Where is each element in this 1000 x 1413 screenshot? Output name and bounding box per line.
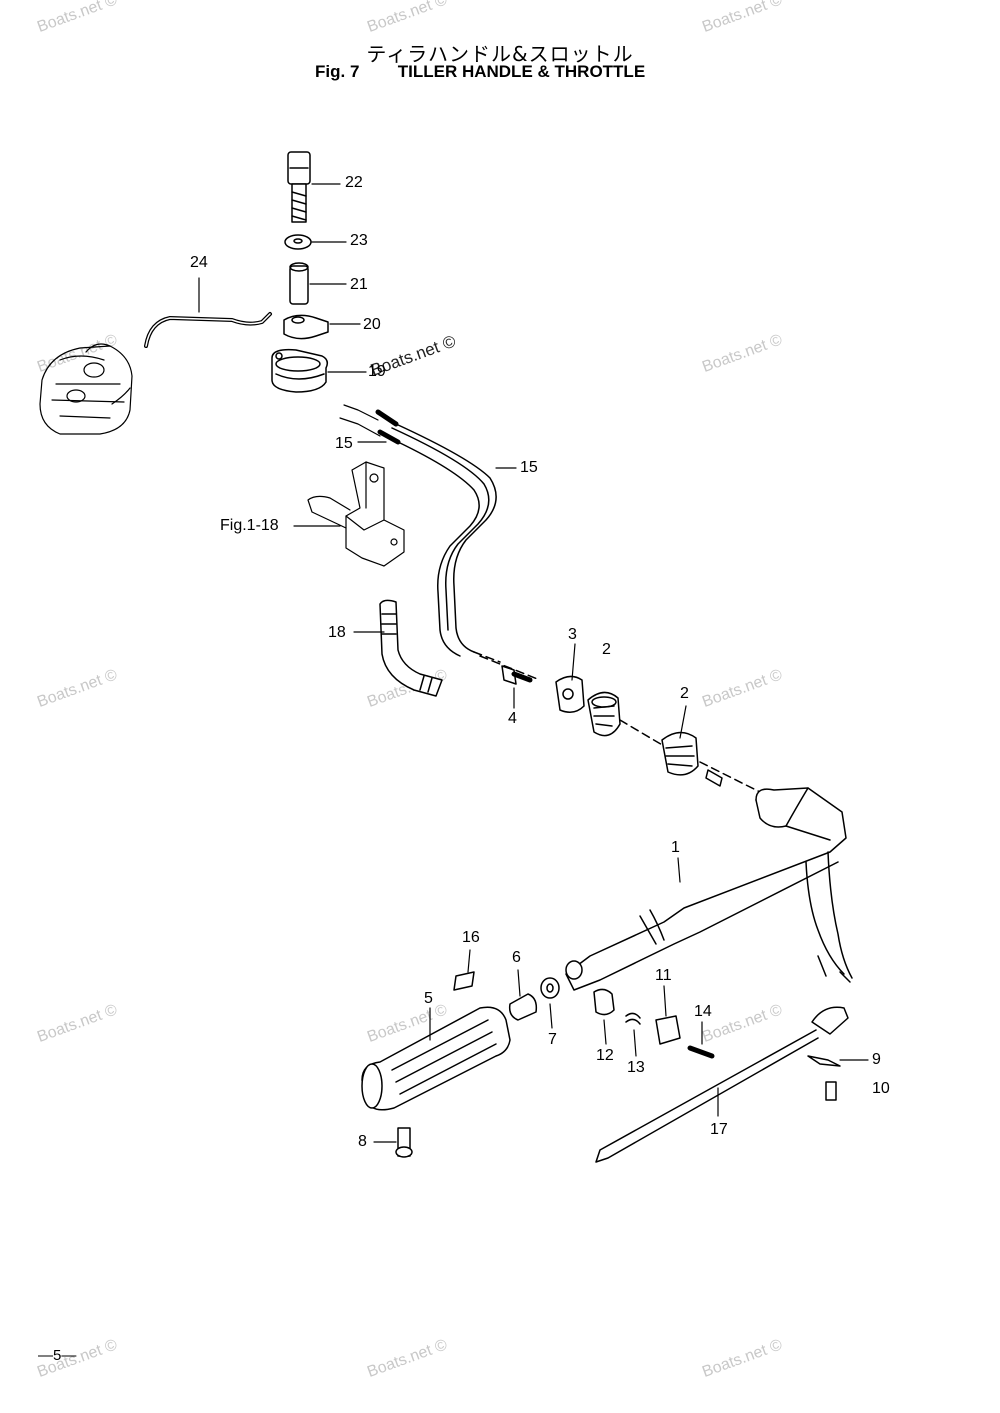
callout-19: 19 — [368, 363, 386, 380]
bracket-fig-1-18 — [307, 461, 405, 567]
callout-7: 7 — [548, 1031, 557, 1048]
title-japanese: ティラハンドル&スロットル — [366, 42, 634, 66]
cable-end — [705, 769, 723, 787]
part-4-screw — [501, 665, 533, 685]
part-8-screw — [395, 1127, 413, 1158]
callout-6: 6 — [512, 949, 521, 966]
assembly-line — [619, 719, 761, 793]
callout-1: 1 — [671, 839, 680, 856]
part-17-stop-switch — [595, 1006, 849, 1163]
part-10-screw — [825, 1081, 837, 1101]
part-22-bolt — [287, 151, 311, 223]
carburetor-sketch — [39, 343, 133, 435]
part-15-throttle-cables — [339, 404, 541, 681]
callout-11: 11 — [655, 967, 672, 984]
part-9-clip — [807, 1055, 841, 1067]
callout-13: 13 — [627, 1059, 645, 1076]
callout-16: 16 — [462, 929, 480, 946]
part-24-link-rod — [144, 312, 272, 348]
part-6-nut — [508, 993, 538, 1021]
callout-20: 20 — [363, 316, 381, 333]
callout-14: 14 — [694, 1003, 712, 1020]
part-21-collar — [289, 262, 309, 305]
part-3-plate — [555, 675, 585, 713]
part-14-screw — [687, 1045, 715, 1059]
part-23-washer — [284, 234, 312, 250]
page-number: —5— — [38, 1347, 77, 1364]
callout-22: 22 — [345, 174, 363, 191]
figure-number: Fig. 7 — [315, 62, 360, 81]
part-2-gear-upper — [587, 691, 621, 737]
callout-9: 9 — [872, 1051, 881, 1068]
callout-8: 8 — [358, 1133, 367, 1150]
part-19-pulley — [271, 348, 329, 393]
part-1-tiller-handle — [565, 787, 853, 991]
part-7-washer — [540, 977, 560, 999]
callout-2-upper: 2 — [602, 641, 611, 658]
part-2-gear-lower — [661, 731, 699, 776]
callout-15-right: 15 — [520, 459, 538, 476]
callout-23: 23 — [350, 232, 368, 249]
part-13-spring — [625, 1012, 641, 1025]
callout-17: 17 — [710, 1121, 728, 1138]
part-16-shim — [453, 971, 475, 991]
callout-4: 4 — [508, 710, 517, 727]
callout-24: 24 — [190, 254, 208, 271]
callout-15-left: 15 — [335, 435, 353, 452]
callout-18: 18 — [328, 624, 346, 641]
part-18-tube — [379, 599, 443, 697]
callout-fig-ref: Fig.1-18 — [220, 517, 279, 534]
part-12-knob — [593, 988, 615, 1016]
callout-3: 3 — [568, 626, 577, 643]
callout-12: 12 — [596, 1047, 614, 1064]
leader-lines — [198, 183, 869, 1143]
part-11-block — [655, 1015, 681, 1045]
part-20-bushing — [283, 314, 329, 340]
part-5-grip — [361, 1006, 511, 1111]
callout-21: 21 — [350, 276, 368, 293]
figure-title: Fig. 7 TILLER HANDLE & THROTTLE — [315, 62, 645, 82]
figure-name: TILLER HANDLE & THROTTLE — [397, 62, 646, 81]
callout-5: 5 — [424, 990, 433, 1007]
callout-2-lower: 2 — [680, 685, 689, 702]
callout-10: 10 — [872, 1080, 890, 1097]
